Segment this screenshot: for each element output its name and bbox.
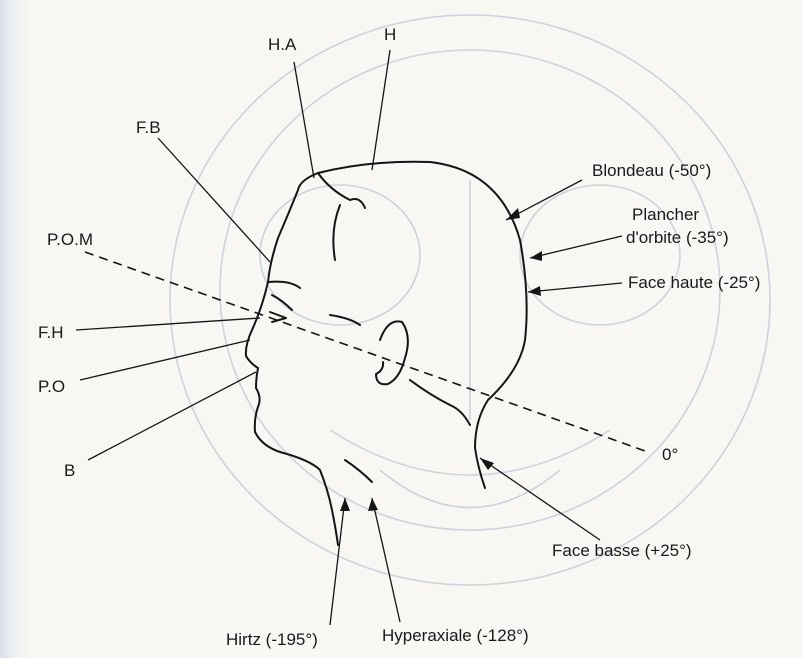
label-plancher-line2: d'orbite (-35°) [626, 228, 729, 247]
label-pom: P.O.M [47, 230, 93, 249]
label-face-haute: Face haute (-25°) [628, 273, 760, 292]
label-b: B [64, 461, 75, 480]
label-po: P.O [38, 377, 65, 396]
label-hyperaxiale: Hyperaxiale (-128°) [382, 626, 529, 645]
arrowheads [340, 208, 542, 511]
label-ha: H.A [268, 35, 297, 54]
head-profile [246, 162, 527, 545]
pom-dashed-line [85, 252, 648, 452]
label-fb: F.B [136, 118, 161, 137]
label-h: H [384, 25, 396, 44]
label-zero: 0° [662, 445, 678, 464]
ghost-skull-outline [170, 15, 770, 585]
label-blondeau: Blondeau (-50°) [592, 161, 711, 180]
label-hirtz: Hirtz (-195°) [226, 630, 318, 649]
label-face-basse: Face basse (+25°) [552, 541, 692, 560]
label-plancher-line1: Plancher [632, 205, 699, 224]
label-fh: F.H [38, 323, 64, 342]
